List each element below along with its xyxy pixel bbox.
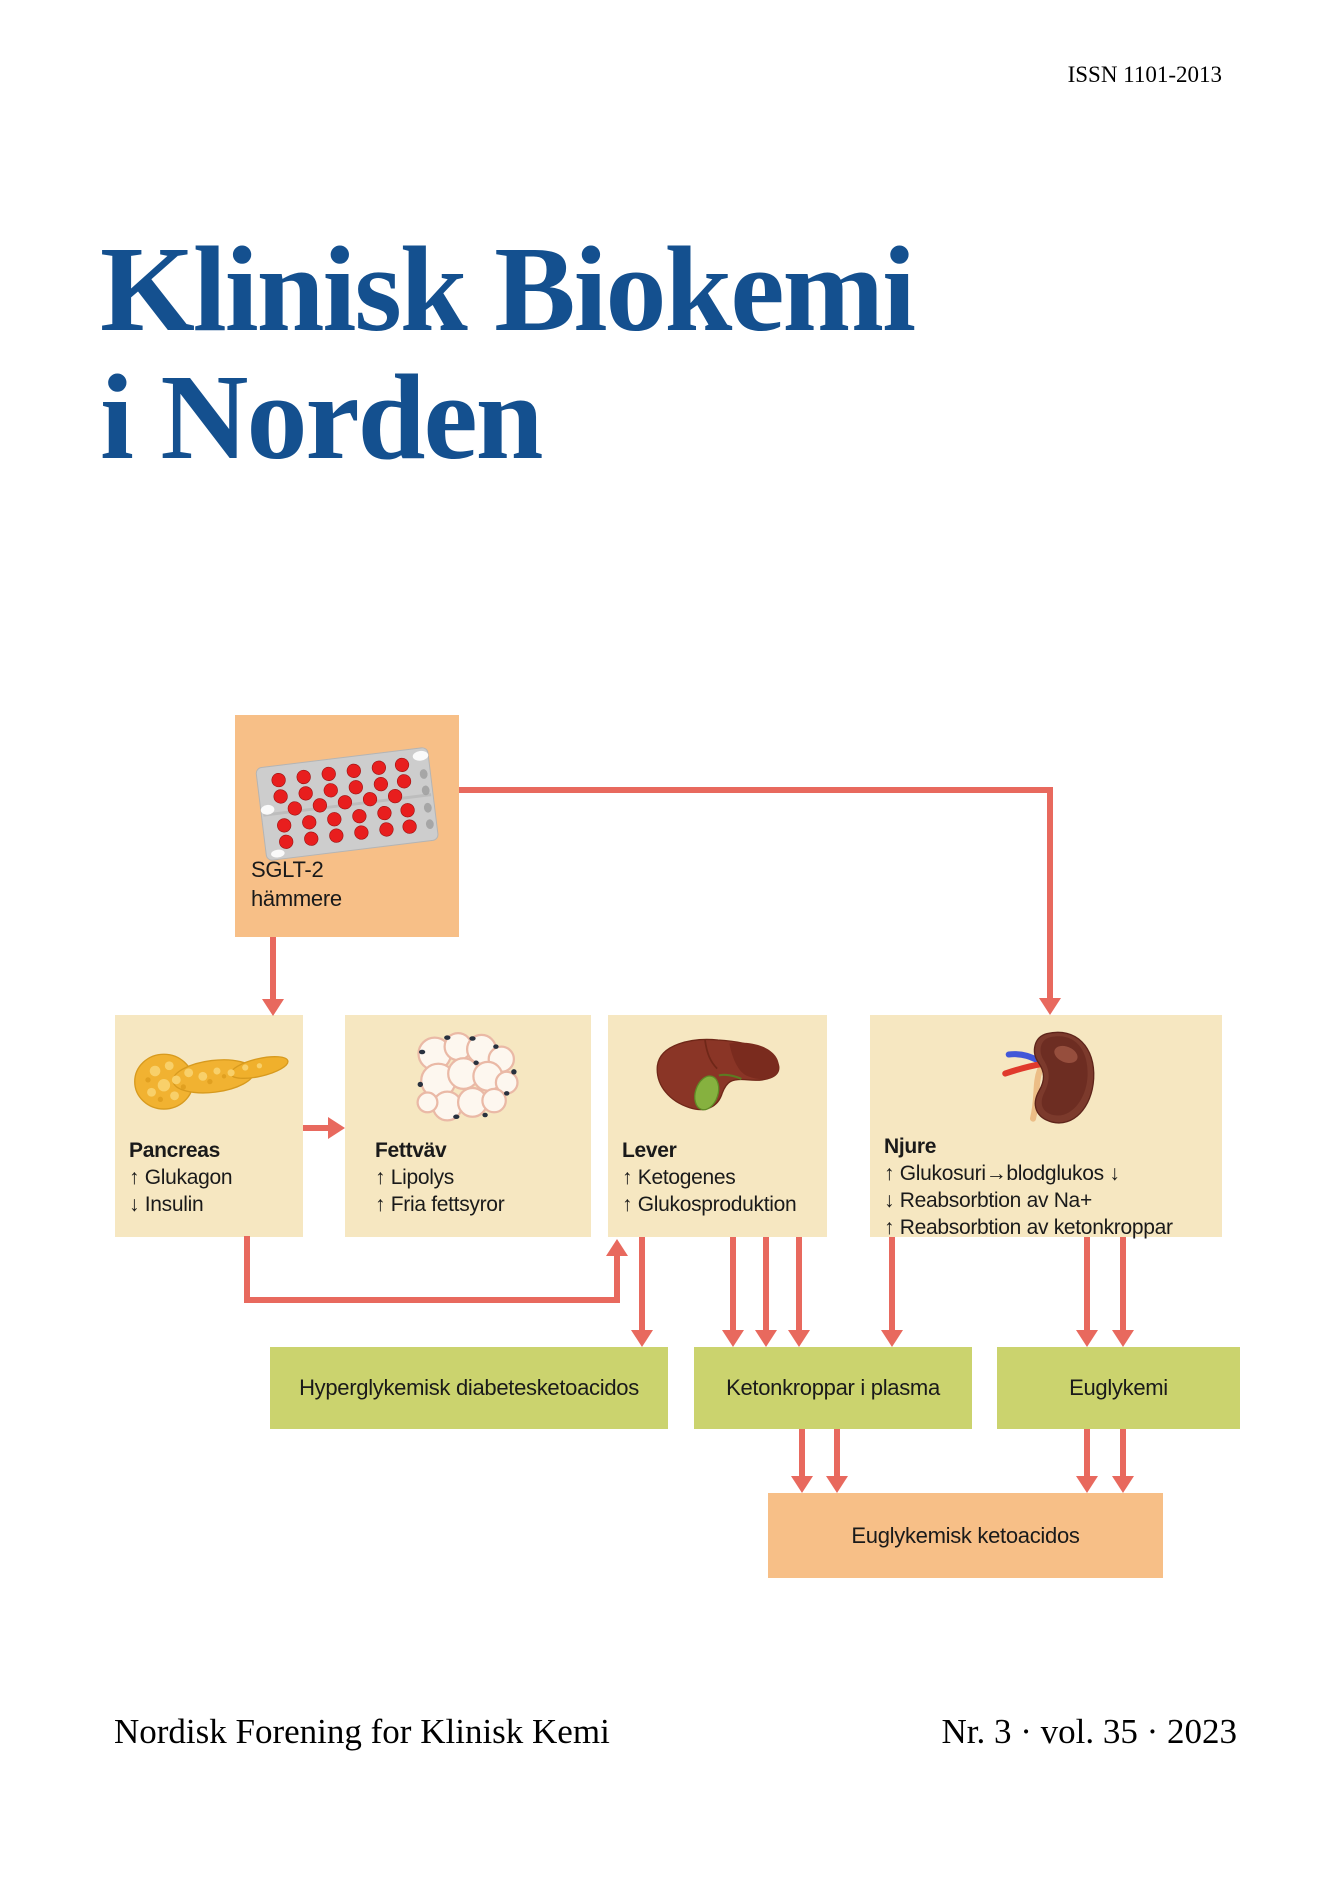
issue-volume-year: Nr. 3 · vol. 35 · 2023 xyxy=(941,1712,1237,1751)
fettvav-line-lipolys: ↑ Lipolys xyxy=(375,1166,455,1189)
cover-title-line2: i Norden xyxy=(100,350,544,485)
sglt2-inhibitor-box: SGLT-2 hämmere xyxy=(235,715,459,937)
njure-line-glukosuri: ↑ Glukosuri→blodglukos ↓ xyxy=(884,1162,1120,1185)
njure-box: Njure ↑ Glukosuri→blodglukos ↓ ↓ Reabsor… xyxy=(870,1015,1222,1239)
sglt2-label-line2: hämmere xyxy=(251,886,342,911)
njure-line-reabsorbtion-keton: ↑ Reabsorbtion av ketonkroppar xyxy=(884,1216,1173,1239)
publisher-name: Nordisk Forening for Klinisk Kemi xyxy=(114,1712,610,1751)
lever-line-glukosproduktion: ↑ Glukosproduktion xyxy=(622,1193,797,1216)
footer: Nordisk Forening for Klinisk Kemi Nr. 3 … xyxy=(114,1712,1237,1752)
pancreas-line-glukagon: ↑ Glukagon xyxy=(129,1166,233,1189)
kidney-icon xyxy=(1002,1031,1095,1124)
issn-number: ISSN 1101-2013 xyxy=(1067,62,1222,87)
fettvav-label: Fettväv xyxy=(375,1139,447,1162)
sglt2-label: SGLT-2 hämmere xyxy=(251,855,342,913)
cover-title: Klinisk Biokemi i Norden xyxy=(100,222,916,485)
njure-line-reabsorbtion-na: ↓ Reabsorbtion av Na+ xyxy=(884,1189,1092,1212)
hyperglykemisk-dka-box: Hyperglykemisk diabetesketoacidos xyxy=(270,1347,668,1429)
pancreas-box: Pancreas ↑ Glukagon ↓ Insulin xyxy=(115,1015,303,1237)
hyperglykemisk-dka-label: Hyperglykemisk diabetesketoacidos xyxy=(299,1375,639,1400)
fettvav-box: Fettväv ↑ Lipolys ↑ Fria fettsyror xyxy=(345,1015,591,1237)
euglykemisk-ketoacidos-box: Euglykemisk ketoacidos xyxy=(768,1493,1163,1578)
pill-blister-pack-icon xyxy=(255,747,439,861)
euglykemisk-ketoacidos-label: Euglykemisk ketoacidos xyxy=(851,1522,1080,1548)
adipose-tissue-icon xyxy=(416,1031,519,1122)
liver-icon xyxy=(656,1038,779,1111)
pancreas-line-insulin: ↓ Insulin xyxy=(129,1193,204,1216)
lever-box: Lever ↑ Ketogenes ↑ Glukosproduktion xyxy=(608,1015,827,1237)
pancreas-icon xyxy=(134,1053,289,1110)
sglt2-label-line1: SGLT-2 xyxy=(251,857,324,882)
lever-label: Lever xyxy=(622,1139,677,1162)
ketonkroppar-box: Ketonkroppar i plasma xyxy=(694,1347,972,1429)
lever-line-ketogenes: ↑ Ketogenes xyxy=(622,1166,736,1189)
ketonkroppar-label: Ketonkroppar i plasma xyxy=(726,1375,940,1400)
cover-title-line1: Klinisk Biokemi xyxy=(100,222,916,357)
fettvav-line-fettsyror: ↑ Fria fettsyror xyxy=(375,1193,505,1216)
euglykemi-label: Euglykemi xyxy=(1069,1375,1168,1400)
njure-label: Njure xyxy=(884,1135,937,1158)
pancreas-label: Pancreas xyxy=(129,1139,221,1162)
euglykemi-box: Euglykemi xyxy=(997,1347,1240,1429)
